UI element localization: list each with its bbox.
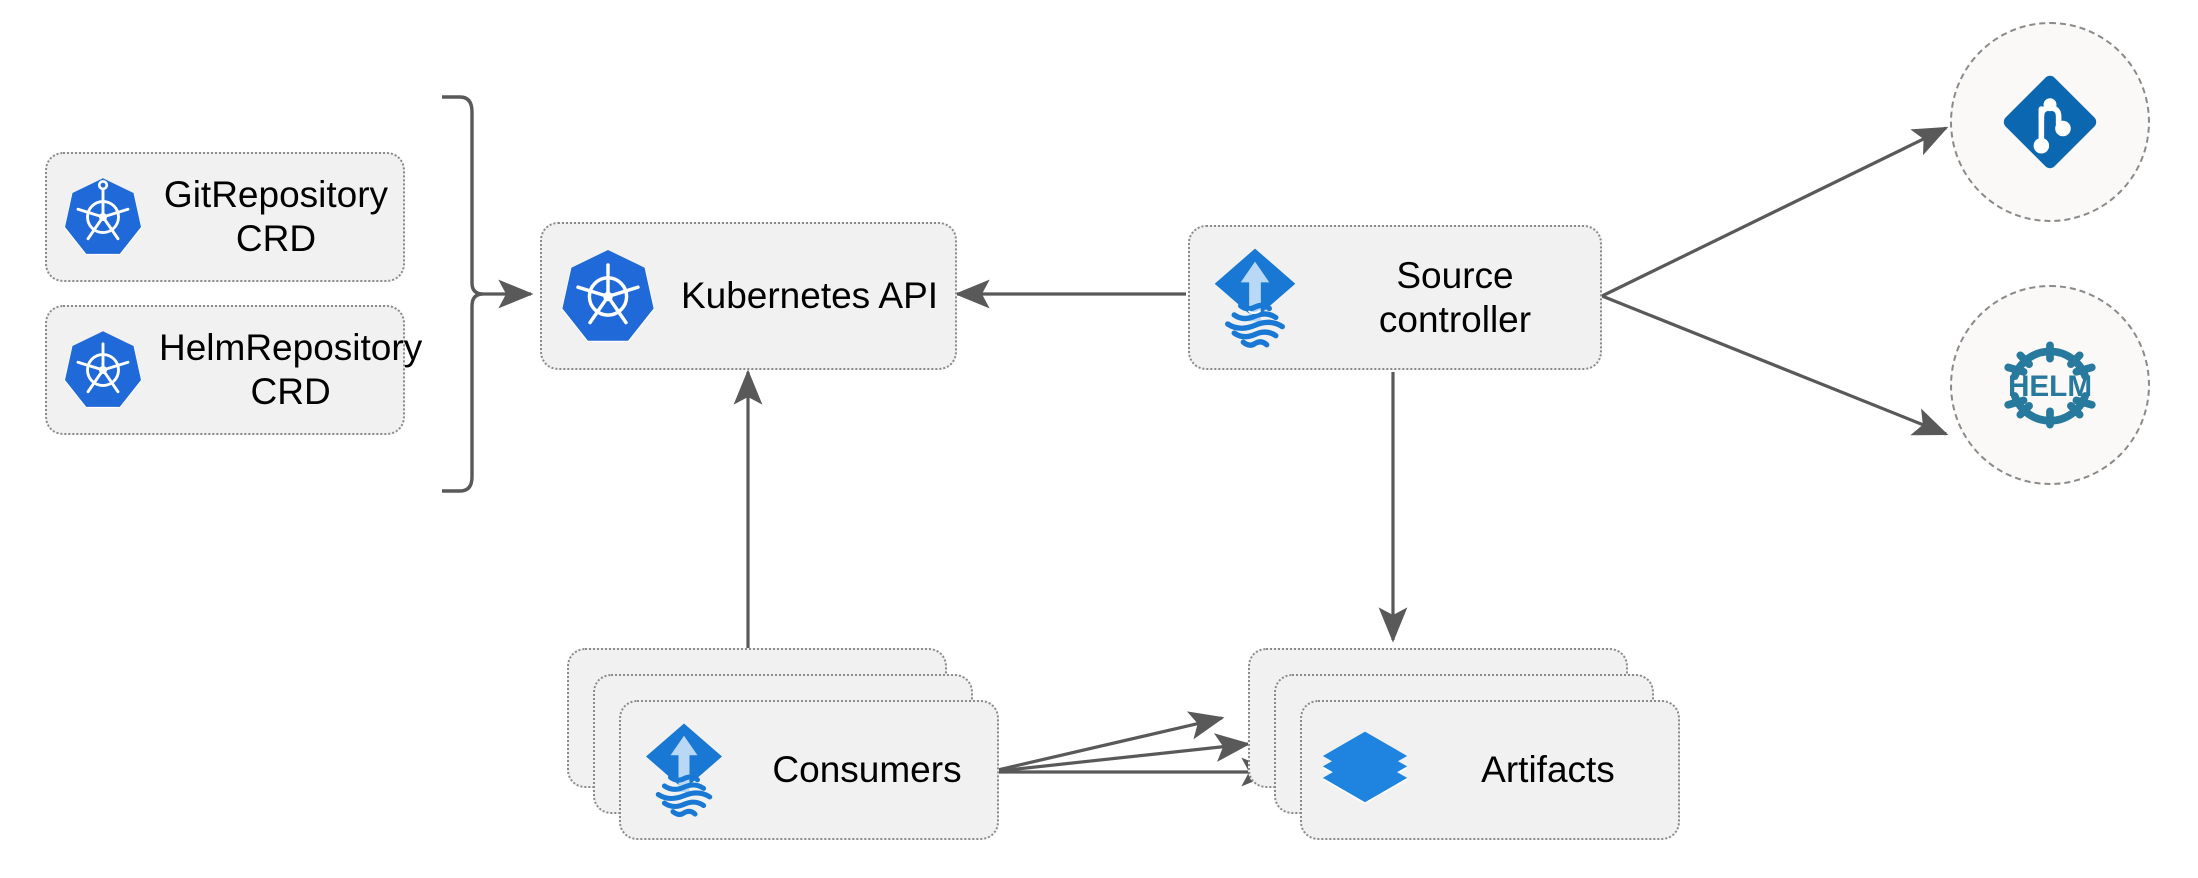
node-label: HelmRepository CRD (159, 327, 423, 412)
node-label: Artifacts (1481, 749, 1615, 791)
edge-source-to-helm (1601, 294, 1949, 436)
flux-icon (1190, 225, 1320, 370)
edge-source-to-git (1601, 126, 1949, 298)
kubernetes-icon (47, 305, 159, 435)
node-label: GitRepository CRD (163, 174, 389, 259)
layers-icon (1302, 700, 1428, 840)
git-icon (1996, 68, 2104, 176)
flux-icon (621, 700, 747, 840)
node-helmrepository-crd[interactable]: HelmRepository CRD (45, 305, 422, 435)
kubernetes-icon (542, 222, 674, 370)
kubernetes-icon (47, 152, 159, 282)
node-consumers[interactable]: Consumers (619, 700, 999, 840)
helm-icon: HELM (1984, 319, 2116, 451)
node-kubernetes-api[interactable]: Kubernetes API (540, 222, 957, 370)
edge-consumers-to-artifacts-2 (988, 733, 1251, 774)
edge-consumers-to-artifacts-1 (988, 711, 1225, 774)
node-label: Consumers (772, 749, 962, 791)
crd-group-bracket (442, 95, 484, 493)
node-label: Kubernetes API (680, 275, 939, 317)
node-helm-repository-external[interactable]: HELM (1950, 285, 2150, 485)
node-gitrepository-crd[interactable]: GitRepository CRD (45, 152, 405, 282)
node-git-repository-external[interactable] (1950, 22, 2150, 222)
node-artifacts[interactable]: Artifacts (1300, 700, 1680, 840)
node-label: Source controller (1378, 254, 1532, 340)
node-source-controller[interactable]: Source controller (1188, 225, 1602, 370)
helm-wordmark: HELM (2008, 370, 2092, 403)
